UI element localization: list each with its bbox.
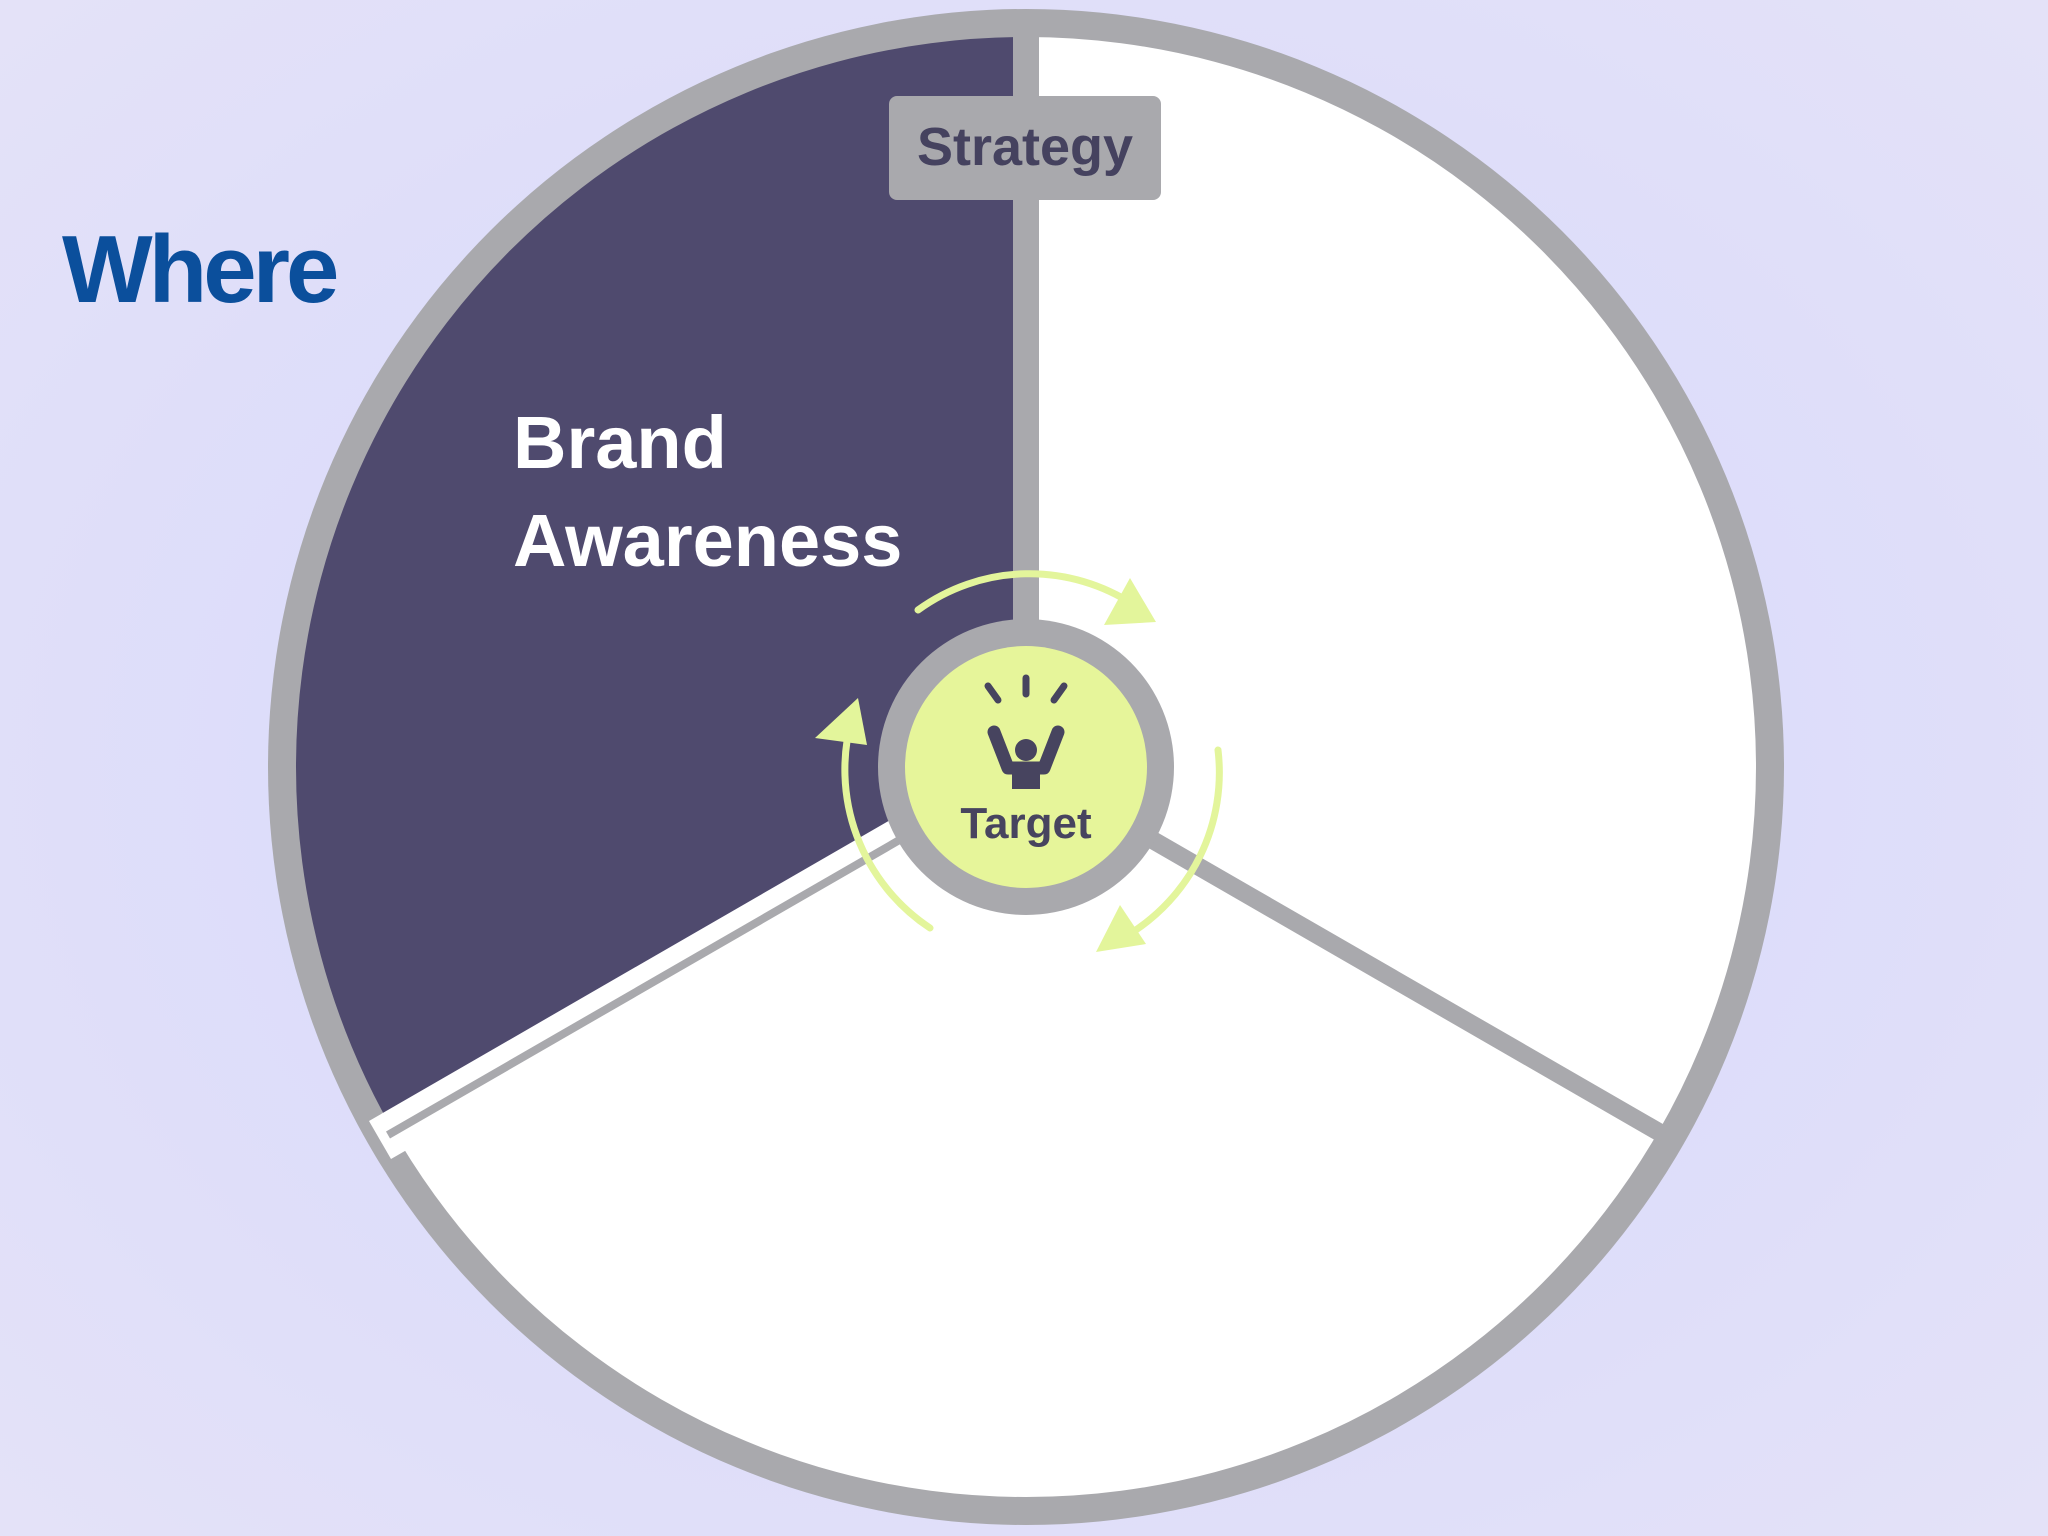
arrowhead-right bbox=[1096, 905, 1146, 952]
strategy-tab bbox=[889, 96, 1161, 200]
arrowhead-left bbox=[815, 698, 867, 745]
arrow-arc-top bbox=[914, 570, 1138, 614]
center-label: Target bbox=[960, 799, 1092, 848]
strategy-label: Strategy bbox=[917, 117, 1133, 177]
brand-awareness-label-line1: Brand bbox=[513, 401, 727, 484]
brand-awareness-label-line2: Awareness bbox=[513, 499, 902, 582]
cycle-arrowheads bbox=[815, 578, 1156, 952]
slide-title: Where bbox=[62, 216, 339, 323]
arrow-arc-right bbox=[1124, 746, 1223, 939]
cycle-arrows bbox=[841, 570, 1223, 939]
arrowhead-top bbox=[1104, 578, 1156, 625]
segment-strategy-right bbox=[1026, 37, 1757, 1132]
arrow-arc-left bbox=[841, 714, 934, 932]
person-cheering-icon bbox=[984, 674, 1068, 789]
